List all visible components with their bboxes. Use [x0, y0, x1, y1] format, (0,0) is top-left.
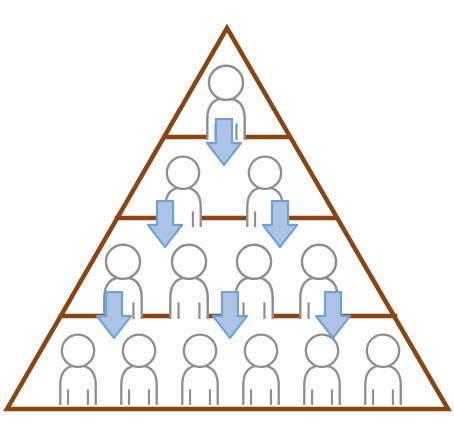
person-icon [364, 333, 402, 405]
person-icon [59, 333, 97, 405]
person-icon [120, 333, 158, 405]
person-icon [242, 333, 280, 405]
person-icon [181, 333, 219, 405]
person-icon [303, 333, 341, 405]
tier-4 [59, 333, 402, 405]
person-icon [234, 243, 274, 319]
person-icon [169, 243, 209, 319]
